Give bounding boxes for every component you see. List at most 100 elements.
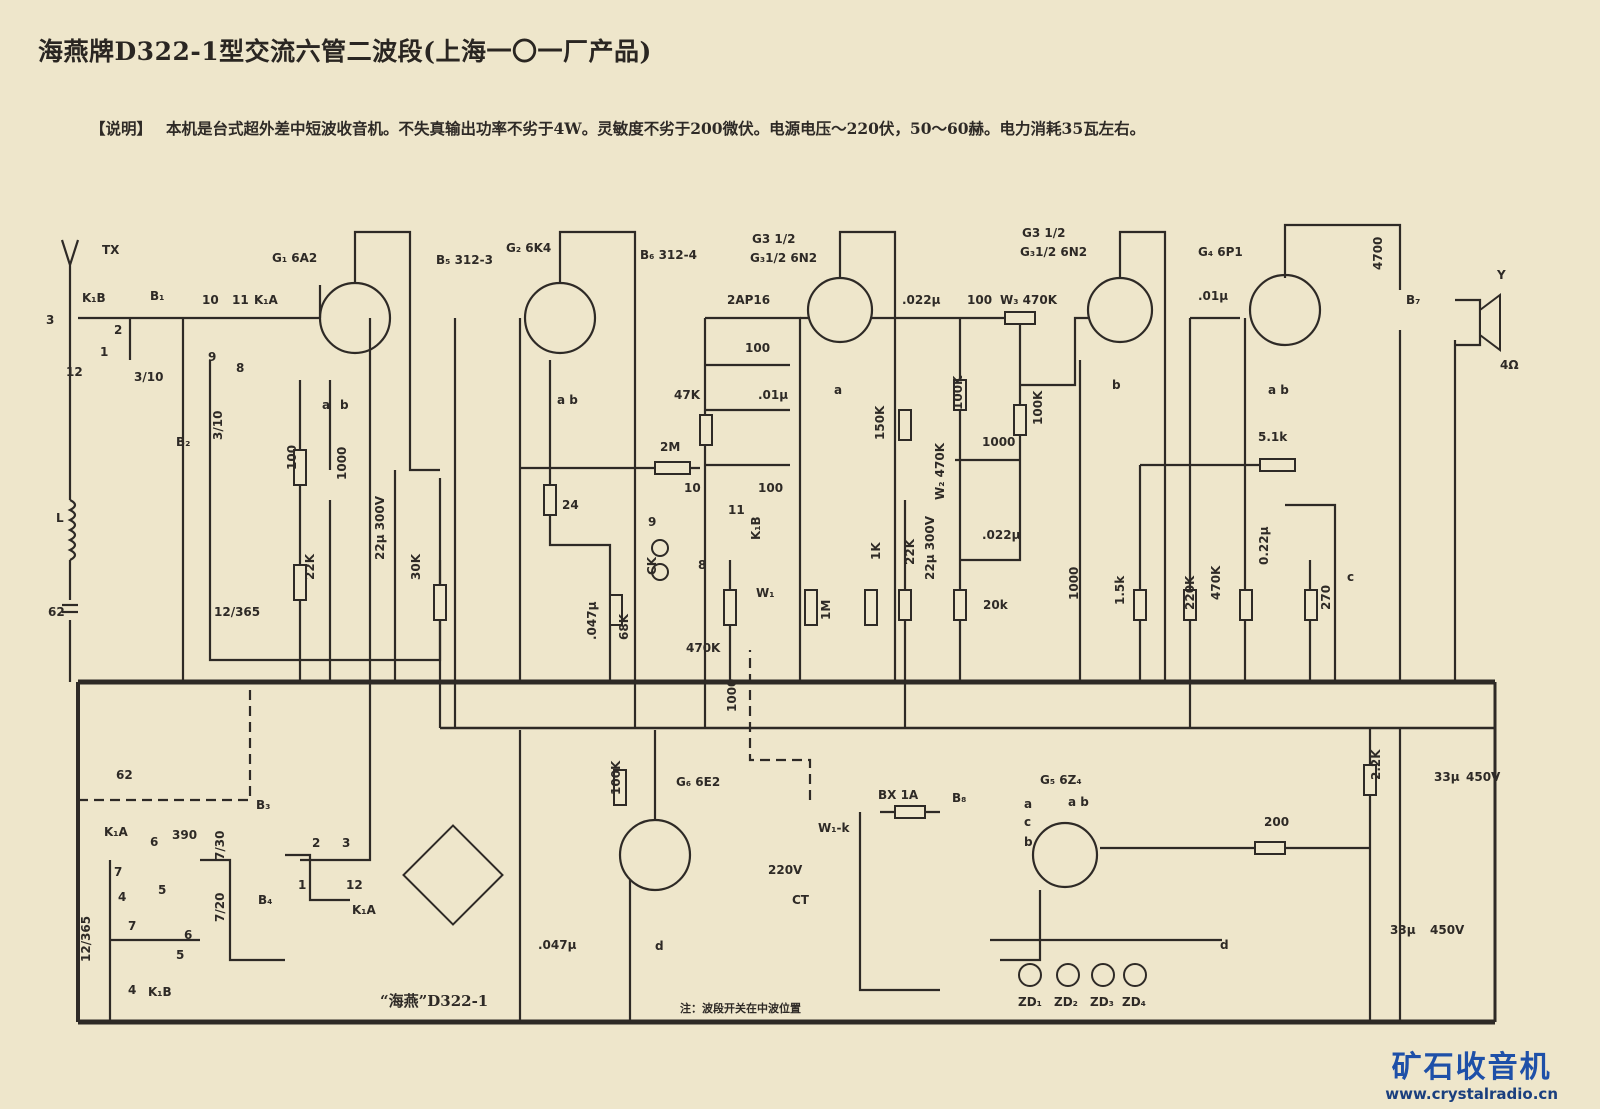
- component-label: .01μ: [758, 388, 788, 402]
- component-label: 2: [312, 836, 320, 850]
- component-label: 8: [698, 558, 706, 572]
- component-label: a b: [1268, 383, 1289, 397]
- component-label: G₆ 6E2: [676, 775, 720, 789]
- component-label: 4700: [1371, 237, 1385, 270]
- watermark-url: www.crystalradio.cn: [1385, 1085, 1558, 1103]
- components: [293, 293, 1501, 987]
- tube-g6: [618, 818, 692, 892]
- tube-g2: [523, 281, 597, 355]
- component-label: Y: [1496, 268, 1506, 282]
- component-label: K₁B: [148, 985, 172, 999]
- component-label: K₁B: [749, 516, 763, 540]
- component-label: 20k: [983, 598, 1009, 612]
- component-label: 3: [342, 836, 350, 850]
- component-label: 24: [562, 498, 579, 512]
- component-label: 5: [176, 948, 184, 962]
- component-label: 1000: [982, 435, 1015, 449]
- component-label: 3/10: [134, 370, 163, 384]
- component-label: W₃ 470K: [1000, 293, 1058, 307]
- tube-g3b: [1086, 276, 1154, 344]
- component-label: 6: [150, 835, 158, 849]
- component-label: 1M: [819, 600, 833, 620]
- switch-note: 注：波段开关在中波位置: [680, 1002, 801, 1015]
- component-label: 2M: [660, 440, 680, 454]
- component-label: 33μ: [1390, 923, 1416, 937]
- component-label: BX 1A: [878, 788, 919, 802]
- component-label: 62: [48, 605, 65, 619]
- component-label: a b: [1068, 795, 1089, 809]
- component-label: 22μ 300V: [373, 495, 387, 560]
- component-label: K₁B: [82, 291, 106, 305]
- component-label: 450V: [1466, 770, 1501, 784]
- component-label: 1K: [869, 542, 883, 560]
- component-label: a: [322, 398, 330, 412]
- component-label: CK: [645, 556, 659, 575]
- component-label: 100: [285, 445, 299, 470]
- component-label: G₁ 6A2: [272, 251, 317, 265]
- watermark-name: 矿石收音机: [1391, 1050, 1552, 1085]
- component-label: K₁A: [352, 903, 377, 917]
- component-label: 8: [236, 361, 244, 375]
- component-label: 11: [232, 293, 249, 307]
- component-label: B₃: [256, 798, 270, 812]
- tube-g4: [1248, 273, 1322, 347]
- component-label: 12/365: [214, 605, 260, 619]
- component-label: 62: [116, 768, 133, 782]
- component-label: 1: [100, 345, 108, 359]
- component-label: ZD₂: [1054, 995, 1078, 1009]
- component-label: L: [56, 511, 64, 525]
- component-label: 470K: [686, 641, 721, 655]
- component-label: b: [1024, 835, 1033, 849]
- component-label: 1000: [335, 447, 349, 480]
- component-label: 7: [114, 865, 122, 879]
- component-label: 3/10: [211, 411, 225, 440]
- component-label: B₈: [952, 791, 966, 805]
- component-label: 2AP16: [727, 293, 770, 307]
- component-label: K₁A: [104, 825, 129, 839]
- component-label: 47K: [674, 388, 701, 402]
- wires: [60, 223, 1497, 1025]
- component-label: 1.5k: [1113, 575, 1127, 605]
- component-label: 100K: [609, 760, 623, 795]
- component-label: 100: [745, 341, 770, 355]
- component-label: .047μ: [538, 938, 577, 952]
- component-label: CT: [792, 893, 810, 907]
- component-label: B₂: [176, 435, 190, 449]
- watermark: 矿石收音机 www.crystalradio.cn: [1385, 1050, 1558, 1104]
- component-label: 7/20: [213, 893, 227, 922]
- component-label: ZD₃: [1090, 995, 1114, 1009]
- component-label: 1000: [725, 679, 739, 712]
- tube-g3a: [806, 276, 874, 344]
- component-label: 150K: [873, 405, 887, 440]
- component-label: 100: [967, 293, 992, 307]
- component-label: b: [340, 398, 349, 412]
- component-label: 200: [1264, 815, 1289, 829]
- component-label: 12: [66, 365, 83, 379]
- component-label: 12: [346, 878, 363, 892]
- component-label: W₂ 470K: [933, 442, 947, 500]
- component-label: G₃1/2 6N2: [1020, 245, 1087, 259]
- model-label: “海燕”D322-1: [380, 992, 489, 1010]
- component-label: 22K: [303, 553, 317, 580]
- component-label: K₁A: [254, 293, 279, 307]
- description-text: 本机是台式超外差中短波收音机。不失真输出功率不劣于4W。灵敏度不劣于200微伏。…: [166, 119, 1146, 138]
- component-label: 220V: [768, 863, 803, 877]
- component-label: 11: [728, 503, 745, 517]
- component-label: c: [1347, 570, 1354, 584]
- component-label: G₂ 6K4: [506, 241, 551, 255]
- component-label: 100K: [951, 375, 965, 410]
- component-label: ZD₁: [1018, 995, 1042, 1009]
- component-label: 4: [118, 890, 126, 904]
- component-label: B₇: [1406, 293, 1420, 307]
- component-label: 2: [114, 323, 122, 337]
- component-label: W₁-k: [818, 821, 850, 835]
- component-label: 270: [1319, 585, 1333, 610]
- component-label: 2.2K: [1369, 749, 1383, 780]
- component-label: 0.22μ: [1257, 526, 1271, 565]
- component-label: 10: [684, 481, 701, 495]
- component-label: 5: [158, 883, 166, 897]
- component-label: 1: [298, 878, 306, 892]
- component-label: B₁: [150, 289, 164, 303]
